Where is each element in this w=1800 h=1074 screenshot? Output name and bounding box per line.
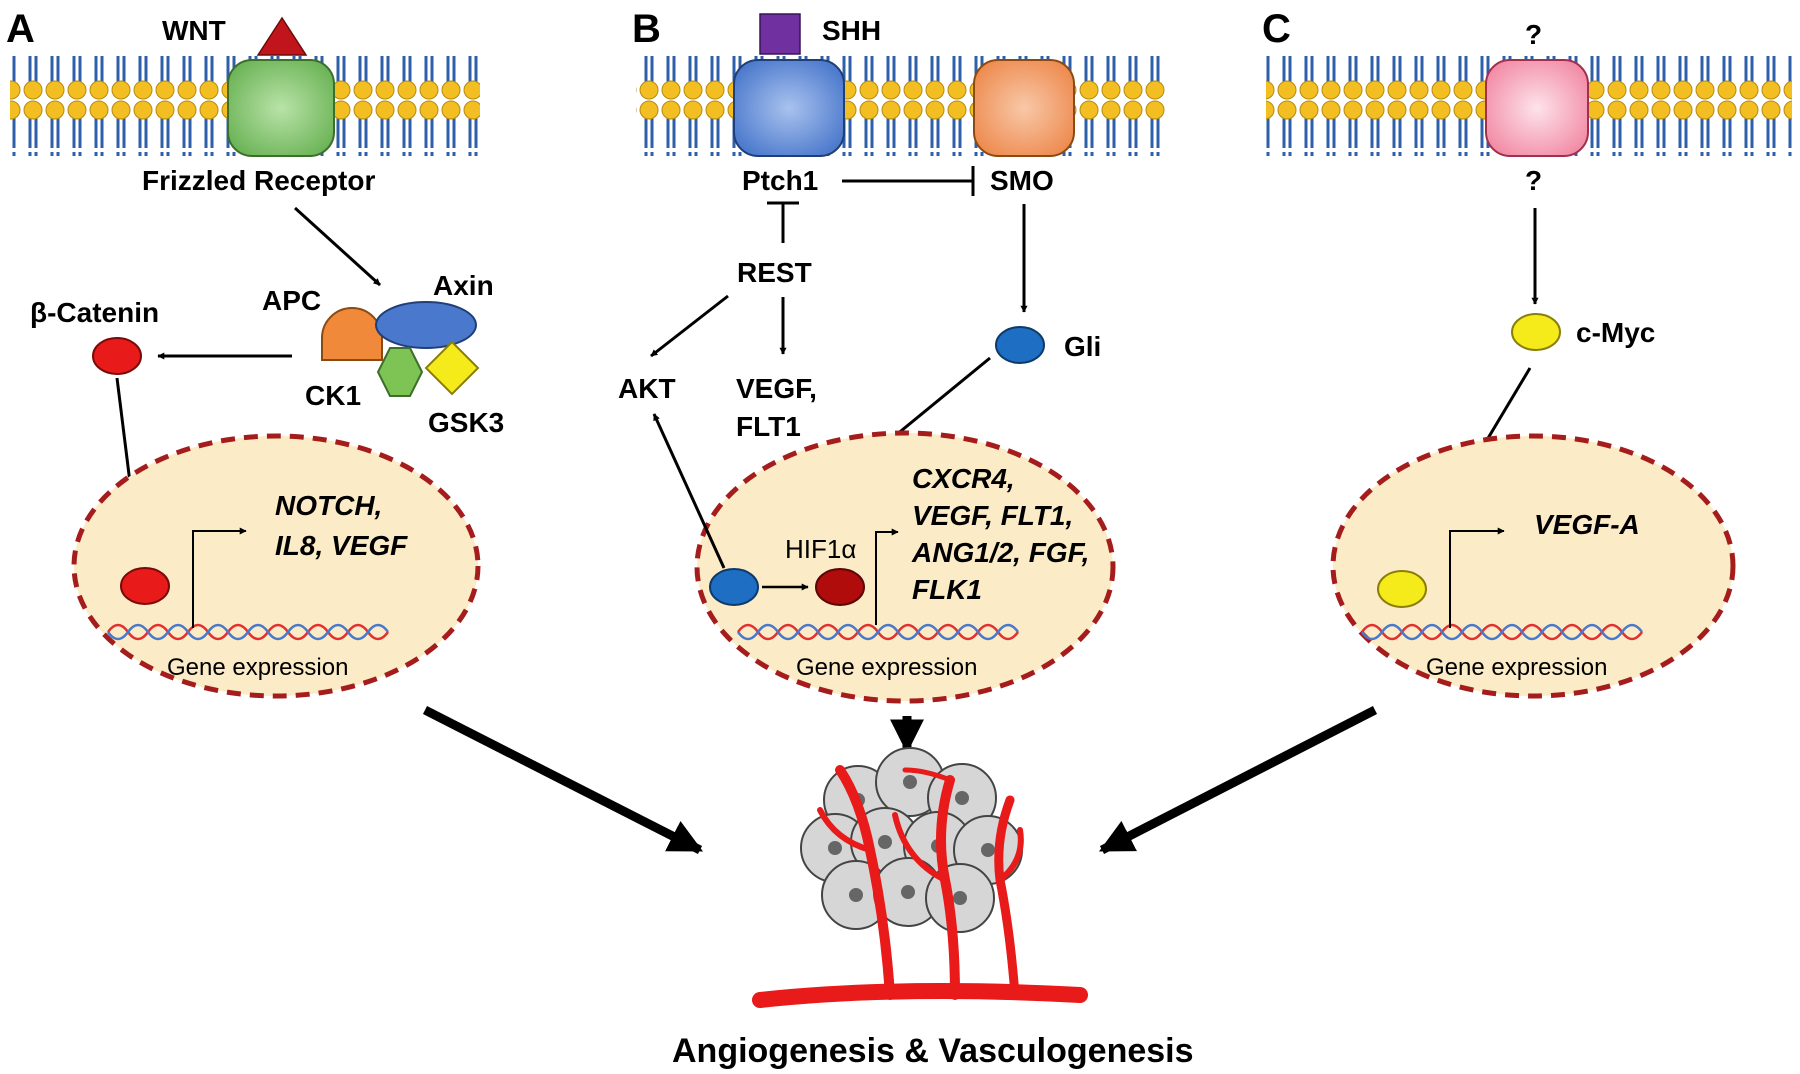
hh-target-genes-line2: VEGF, FLT1,	[912, 500, 1073, 531]
transcription-arrow-b	[875, 528, 899, 625]
gene-expression-label-a: Gene expression	[167, 654, 348, 681]
vegf-flt1-line1: VEGF,	[736, 373, 817, 404]
akt-label: AKT	[618, 373, 676, 404]
unknown-receptor	[1485, 59, 1589, 157]
arrow-rest-to-akt	[650, 294, 729, 358]
beta-catenin-label: β-Catenin	[30, 297, 159, 328]
dna-a-strand-blue	[106, 623, 390, 641]
axin-label: Axin	[433, 270, 494, 301]
nucleus-c	[1330, 433, 1736, 699]
big-arrow-a-to-tumor	[422, 705, 704, 855]
dna-c-strand-blue	[1360, 623, 1644, 641]
panel-c-letter: C	[1262, 7, 1291, 51]
transcription-arrow-a	[192, 527, 247, 628]
ck1-label: CK1	[305, 380, 361, 411]
hh-target-genes-line4: FLK1	[912, 574, 982, 605]
shh-label: SHH	[822, 15, 881, 46]
hif1a-label: HIF1α	[785, 534, 856, 564]
beta-catenin-node	[92, 337, 142, 375]
cmyc-target-gene: VEGF-A	[1534, 509, 1640, 540]
smo-receptor	[973, 59, 1075, 157]
wnt-label: WNT	[162, 15, 226, 46]
unknown-receptor-label: ?	[1525, 165, 1542, 196]
gsk3-label: GSK3	[428, 407, 504, 438]
gli-nuclear-node	[709, 568, 759, 606]
blood-vessels	[752, 765, 1088, 1008]
hif1a-node	[815, 568, 865, 606]
ck1-hexagon	[376, 347, 424, 397]
smo-label: SMO	[990, 165, 1054, 196]
gene-expression-label-c: Gene expression	[1426, 654, 1607, 681]
big-arrow-c-to-tumor	[1098, 705, 1378, 855]
wnt-target-genes-line1: NOTCH,	[275, 490, 382, 521]
apc-label: APC	[262, 285, 321, 316]
vegf-flt1-line2: FLT1	[736, 411, 801, 442]
gli-label: Gli	[1064, 331, 1101, 362]
gene-expression-label-b: Gene expression	[796, 654, 977, 681]
axin-shape	[375, 301, 477, 349]
hh-target-genes-line1: CXCR4,	[912, 463, 1015, 494]
cmyc-nuclear-node	[1377, 570, 1427, 608]
tumor-cell-cluster	[800, 747, 1023, 933]
beta-catenin-nuclear-node	[120, 567, 170, 605]
rest-label: REST	[737, 257, 812, 288]
panel-b-letter: B	[632, 7, 661, 51]
dna-b-strand-blue	[736, 623, 1020, 641]
gsk3-diamond	[424, 340, 480, 396]
frizzled-receptor	[227, 59, 335, 157]
apc-shape	[321, 307, 383, 361]
transcription-arrow-c	[1449, 527, 1505, 628]
arrow-frizzled-to-complex	[293, 206, 382, 287]
cmyc-label: c-Myc	[1576, 317, 1655, 348]
unknown-ligand-label: ?	[1525, 19, 1542, 50]
panel-a-letter: A	[6, 7, 35, 51]
cmyc-node	[1511, 313, 1561, 351]
gli-node	[995, 326, 1045, 364]
nucleus-a	[71, 433, 481, 699]
ptch1-receptor	[733, 59, 845, 157]
membrane-b	[636, 56, 1166, 156]
ptch1-label: Ptch1	[742, 165, 818, 196]
shh-ligand-square	[759, 13, 801, 55]
hh-target-genes-line3: ANG1/2, FGF,	[911, 537, 1089, 568]
arrow-gli-nuclear-to-akt	[652, 413, 726, 569]
wnt-ligand-triangle	[256, 16, 308, 56]
outcome-title: Angiogenesis & Vasculogenesis	[672, 1032, 1194, 1070]
wnt-target-genes-line2: IL8, VEGF	[275, 530, 408, 561]
frizzled-receptor-label: Frizzled Receptor	[142, 165, 375, 196]
